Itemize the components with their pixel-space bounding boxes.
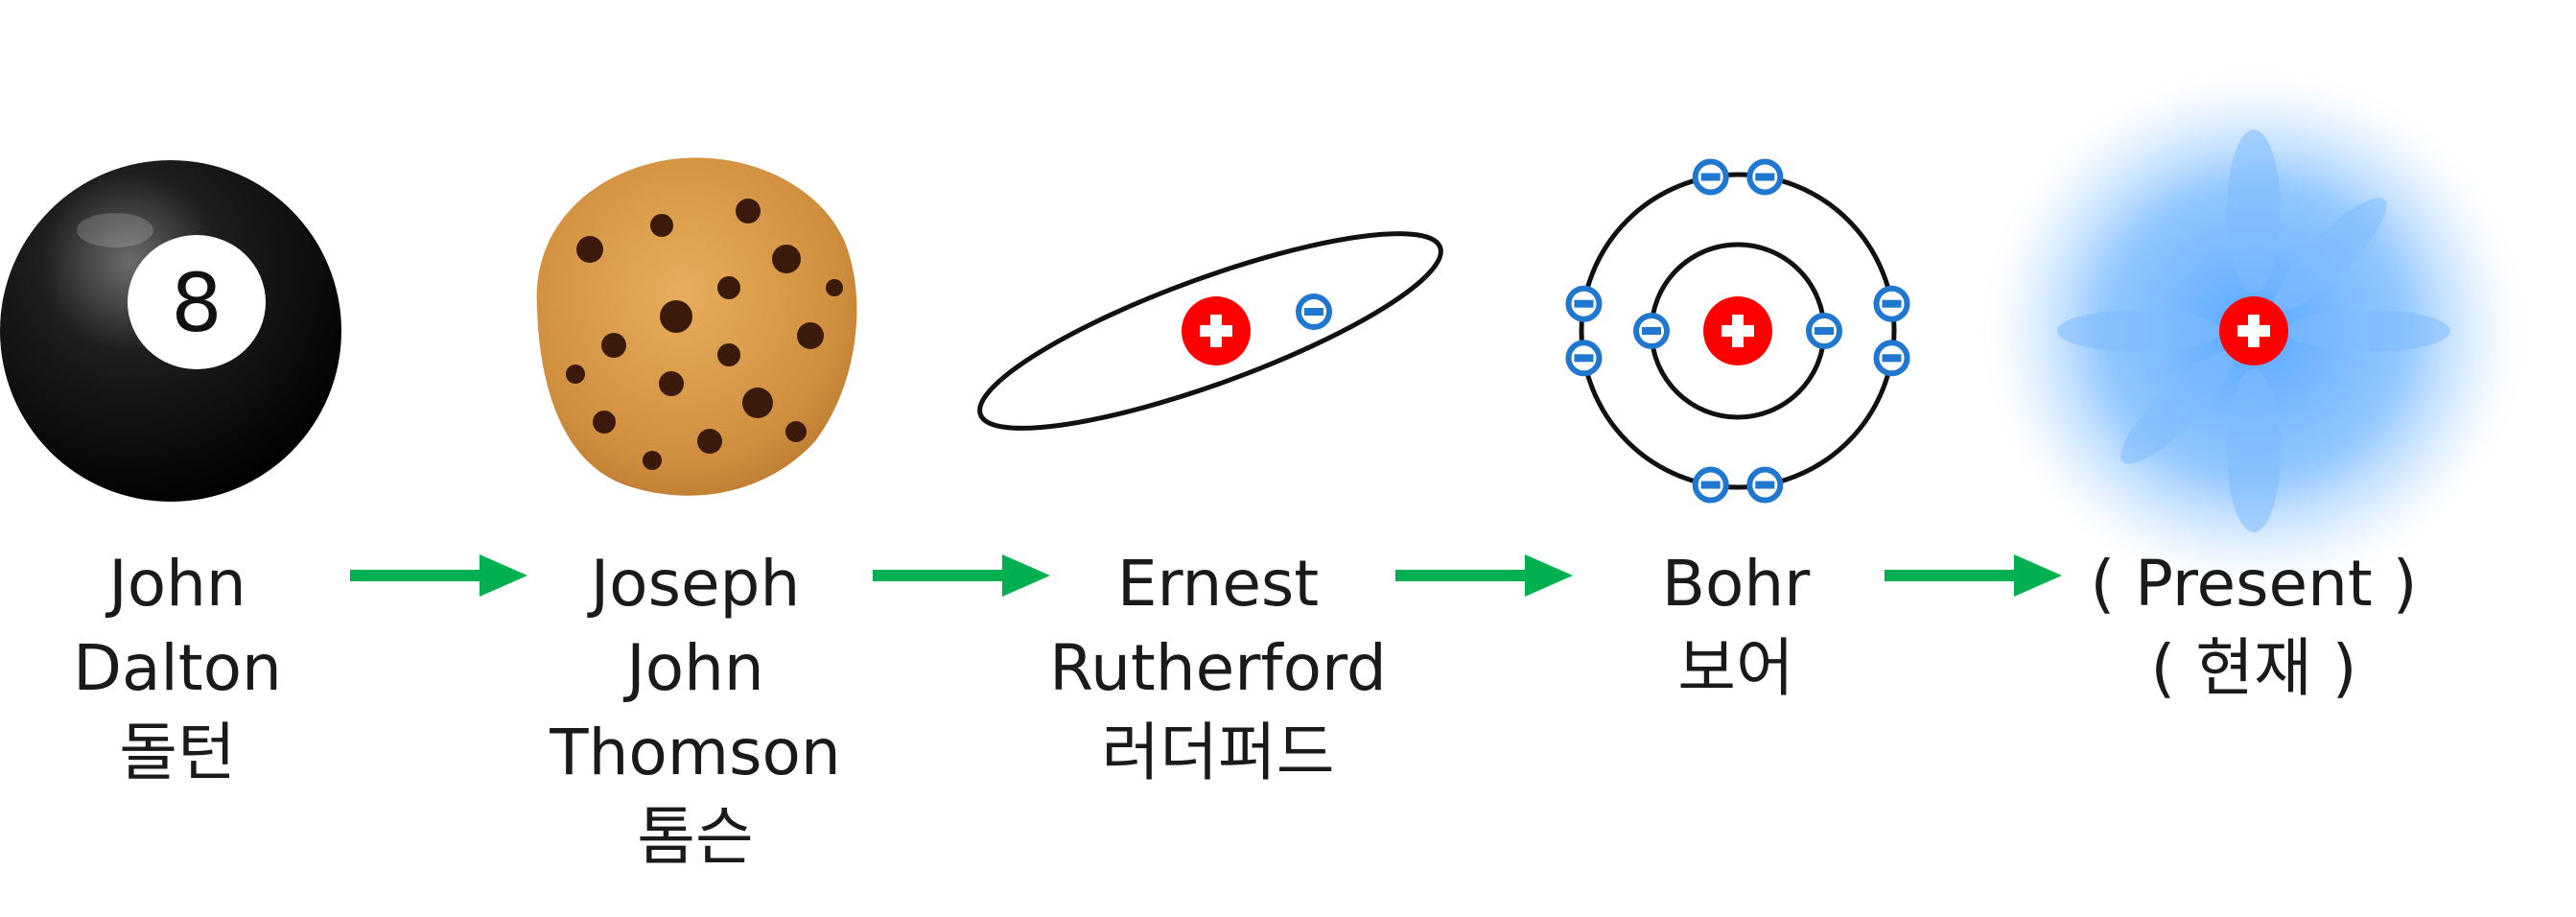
arrow-right-icon: [350, 554, 527, 597]
thomson-label-line: John: [626, 631, 764, 705]
bohr-model: [1565, 158, 1910, 504]
present-electron-cloud: [1976, 62, 2532, 600]
arrow-right-icon: [873, 554, 1050, 597]
present-label-line: ( 현재 ): [2150, 631, 2357, 705]
arrow-right-icon: [1885, 554, 2062, 597]
thomson-label-line: 톰슨: [637, 800, 754, 874]
present-label-line: ( Present ): [2090, 547, 2418, 621]
rutherford-label-line: 러더퍼드: [1101, 716, 1335, 789]
arrow-right-icon: [1395, 554, 1573, 597]
present-label: ( Present ) ( 현재 ): [2052, 542, 2455, 711]
bohr-label: Bohr 보어: [1592, 542, 1880, 711]
thomson-cookie: [536, 157, 857, 496]
thomson-label-line: Joseph: [590, 547, 801, 621]
bohr-label-line: 보어: [1677, 631, 1794, 705]
rutherford-label-line: Rutherford: [1049, 631, 1387, 705]
ball-number: 8: [171, 256, 222, 350]
rutherford-label-line: Ernest: [1116, 547, 1320, 621]
dalton-label-line: Dalton: [73, 631, 282, 705]
dalton-label-line: 돌턴: [119, 716, 236, 789]
bohr-label-line: Bohr: [1661, 547, 1811, 621]
thomson-label-line: Thomson: [550, 716, 841, 789]
dalton-billiard-ball: 8: [0, 160, 341, 502]
dalton-label-line: John: [108, 547, 246, 621]
rutherford-model: [977, 231, 1443, 431]
